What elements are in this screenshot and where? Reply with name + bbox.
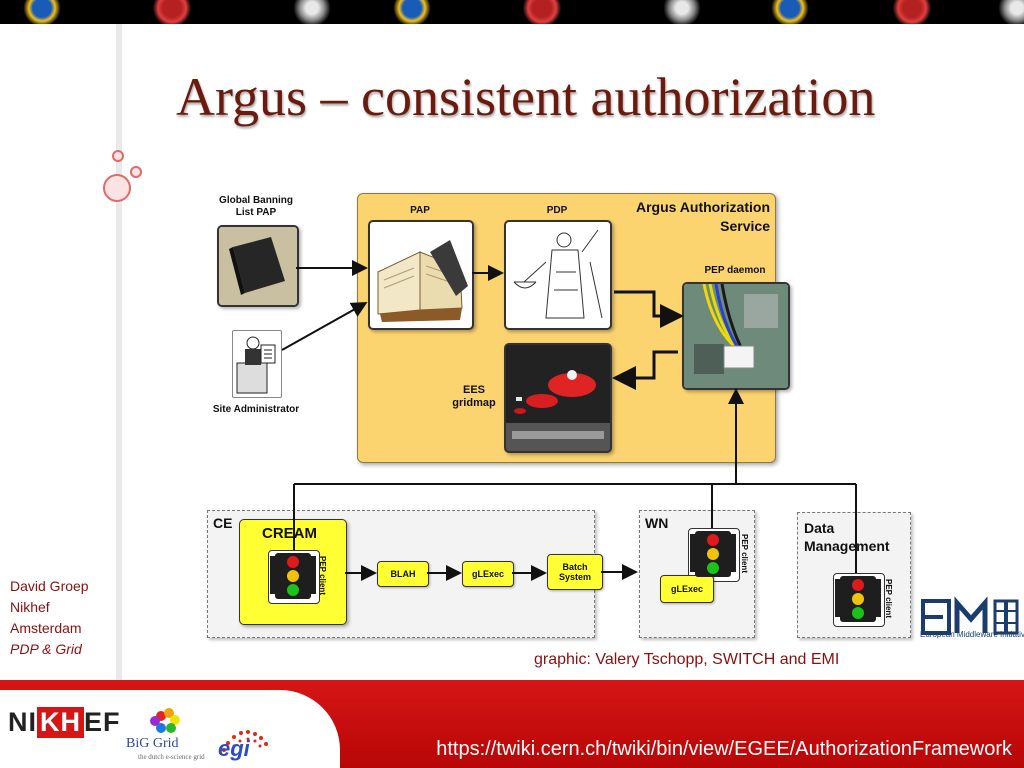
global-banning-image [217, 225, 299, 307]
pep-daemon-image [682, 282, 790, 390]
author-block: David Groep Nikhef Amsterdam PDP & Grid [10, 576, 89, 660]
wn-traffic-light [688, 528, 740, 582]
book-icon [219, 227, 297, 305]
reference-url[interactable]: https://twiki.cern.ch/twiki/bin/view/EGE… [436, 738, 1012, 760]
wn-pep-client-label: PEP client [740, 534, 749, 573]
batch-system-box: Batch System [547, 554, 603, 590]
dm-traffic-light [833, 573, 885, 627]
biggrid-name: BiG Grid [126, 736, 179, 751]
site-admin-label: Site Administrator [212, 404, 300, 415]
data-management-label: Data Management [804, 520, 890, 554]
top-banner [0, 0, 1024, 24]
pep-daemon-label: PEP daemon [704, 265, 766, 276]
pap-image [368, 220, 474, 330]
author-org: Nikhef [10, 599, 50, 615]
wn-label: WN [645, 515, 669, 531]
ce-pep-client-label: PEP client [318, 556, 327, 595]
decorative-ring [20, 0, 64, 24]
circuit-board-icon [684, 284, 788, 388]
author-city: Amsterdam [10, 620, 82, 636]
ce-glexec-box: gLExec [462, 561, 514, 587]
biggrid-tagline: the dutch e-science grid [138, 753, 205, 761]
emi-caption: European Middleware Initiative [920, 630, 1024, 639]
decorative-ring [290, 0, 334, 24]
decorative-bubble [112, 150, 124, 162]
wn-glexec-box: gLExec [660, 575, 714, 603]
left-rule [116, 24, 122, 690]
lady-justice-icon [513, 229, 603, 319]
author-name: David Groep [10, 578, 89, 594]
ce-traffic-light [268, 550, 320, 604]
toy-car-icon [506, 345, 610, 451]
egi-logo-text: egi [218, 736, 250, 761]
emi-logo [921, 596, 1019, 635]
cream-label: CREAM [262, 525, 317, 542]
egi-dots-icon [222, 730, 268, 752]
ees-image [504, 343, 612, 453]
decorative-ring [390, 0, 434, 24]
blah-box: BLAH [377, 561, 429, 587]
author-group: PDP & Grid [10, 641, 82, 657]
ees-label: EES gridmap [452, 384, 496, 409]
decorative-ring [995, 0, 1024, 24]
decorative-ring [890, 0, 934, 24]
site-admin-image [232, 330, 282, 398]
decorative-ring [768, 0, 812, 24]
global-banning-label: Global Banning List PAP [219, 195, 293, 218]
nikhef-logo-mid: KH [37, 707, 84, 738]
biggrid-flower-icon [150, 708, 180, 733]
pdp-image [504, 220, 612, 330]
open-books-icon [377, 240, 468, 322]
decorative-ring [660, 0, 704, 24]
decorative-ring [520, 0, 564, 24]
person-at-desk-icon [236, 336, 276, 394]
graphic-credit: graphic: Valery Tschopp, SWITCH and EMI [534, 651, 840, 668]
decorative-ring [150, 0, 194, 24]
dm-pep-client-label: PEP client [884, 579, 893, 618]
decorative-bubble [130, 166, 142, 178]
nikhef-logo-right: EF [84, 707, 121, 737]
slide-title: Argus – consistent authorization [176, 67, 876, 127]
pdp-label: PDP [546, 205, 568, 216]
argus-service-title: Argus Authorization Service [635, 199, 770, 234]
nikhef-logo-left: NI [8, 707, 37, 737]
decorative-bubble [103, 174, 131, 202]
ce-label: CE [213, 515, 233, 531]
pap-label: PAP [410, 205, 430, 216]
